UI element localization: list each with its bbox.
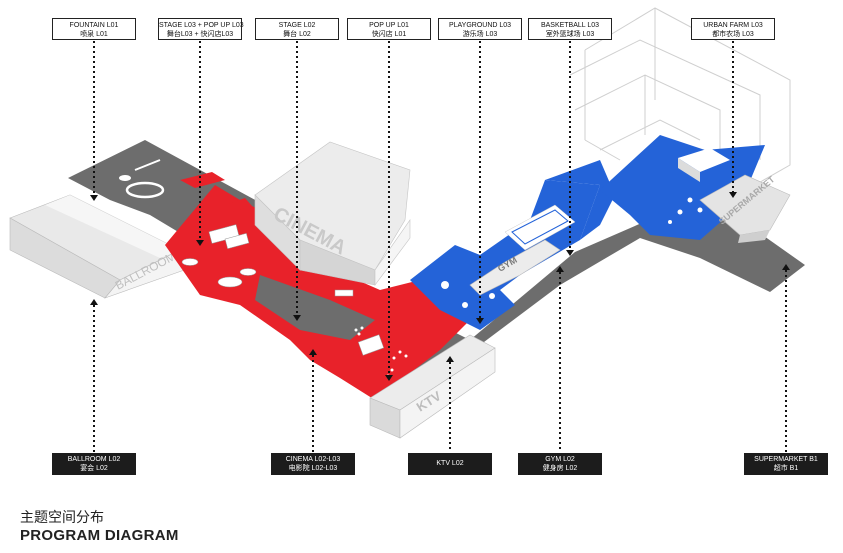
cinema-building: CINEMA bbox=[254, 141, 411, 286]
label-stage-popup-l03: STAGE L03 + POP UP L03 舞台L03 + 快闪店L03 bbox=[158, 18, 244, 40]
label-stage-popup-l03-zh: 舞台L03 + 快闪店L03 bbox=[166, 31, 234, 38]
bottom-leader-arrows bbox=[90, 264, 790, 362]
label-stage-l02-zh: 舞台 L02 bbox=[283, 31, 311, 38]
label-basketball-zh: 室外篮球场 L03 bbox=[545, 31, 595, 38]
label-urban-farm-zh: 都市农场 L03 bbox=[712, 31, 754, 38]
label-stage-popup-l03-en: STAGE L03 + POP UP L03 bbox=[159, 22, 244, 29]
label-ktv-en: KTV L02 bbox=[436, 460, 464, 467]
tower-wireframes bbox=[569, 7, 791, 206]
fountain-plaza bbox=[119, 159, 165, 199]
label-stage-l02-en: STAGE L02 bbox=[278, 22, 316, 29]
label-supermarket-en: SUPERMARKET B1 bbox=[754, 456, 818, 463]
label-fountain-zh: 喷泉 L01 bbox=[80, 31, 108, 38]
label-popup-l01: POP UP L01 快闪店 L01 bbox=[347, 18, 431, 40]
stage-zone bbox=[165, 172, 470, 400]
label-cinema-en: CINEMA L02-L03 bbox=[285, 456, 341, 463]
ktv-building: KTV bbox=[369, 334, 496, 439]
label-playground-zh: 游乐场 L03 bbox=[462, 31, 498, 38]
label-urban-farm-en: URBAN FARM L03 bbox=[703, 22, 763, 29]
label-gym: GYM L02 健身房 L02 bbox=[518, 453, 602, 475]
label-popup-l01-zh: 快闪店 L01 bbox=[371, 31, 407, 38]
label-basketball-en: BASKETBALL L03 bbox=[540, 22, 600, 29]
top-leader-lines bbox=[93, 41, 734, 375]
diagram-title-en: PROGRAM DIAGRAM bbox=[20, 527, 179, 544]
label-ballroom: BALLROOM L02 宴会 L02 bbox=[52, 453, 136, 475]
label-supermarket: SUPERMARKET B1 超市 B1 bbox=[744, 453, 828, 475]
label-gym-en: GYM L02 bbox=[545, 456, 575, 463]
label-cinema-zh: 电影院 L02-L03 bbox=[288, 465, 338, 472]
label-basketball: BASKETBALL L03 室外篮球场 L03 bbox=[528, 18, 612, 40]
label-ballroom-zh: 宴会 L02 bbox=[80, 465, 108, 472]
label-playground: PLAYGROUND L03 游乐场 L03 bbox=[438, 18, 522, 40]
label-supermarket-zh: 超市 B1 bbox=[773, 465, 799, 472]
label-popup-l01-en: POP UP L01 bbox=[369, 22, 409, 29]
label-ballroom-en: BALLROOM L02 bbox=[67, 456, 121, 463]
label-playground-en: PLAYGROUND L03 bbox=[448, 22, 512, 29]
top-leader-arrows bbox=[90, 192, 737, 381]
label-fountain: FOUNTAIN L01 喷泉 L01 bbox=[52, 18, 136, 40]
label-stage-l02: STAGE L02 舞台 L02 bbox=[255, 18, 339, 40]
label-urban-farm: URBAN FARM L03 都市农场 L03 bbox=[691, 18, 775, 40]
label-cinema: CINEMA L02-L03 电影院 L02-L03 bbox=[271, 453, 355, 475]
bottom-leader-lines bbox=[93, 270, 787, 452]
diagram-title-zh: 主题空间分布 bbox=[20, 509, 104, 525]
label-ktv: KTV L02 bbox=[408, 453, 492, 475]
label-gym-zh: 健身房 L02 bbox=[542, 465, 578, 472]
label-fountain-en: FOUNTAIN L01 bbox=[69, 22, 119, 29]
